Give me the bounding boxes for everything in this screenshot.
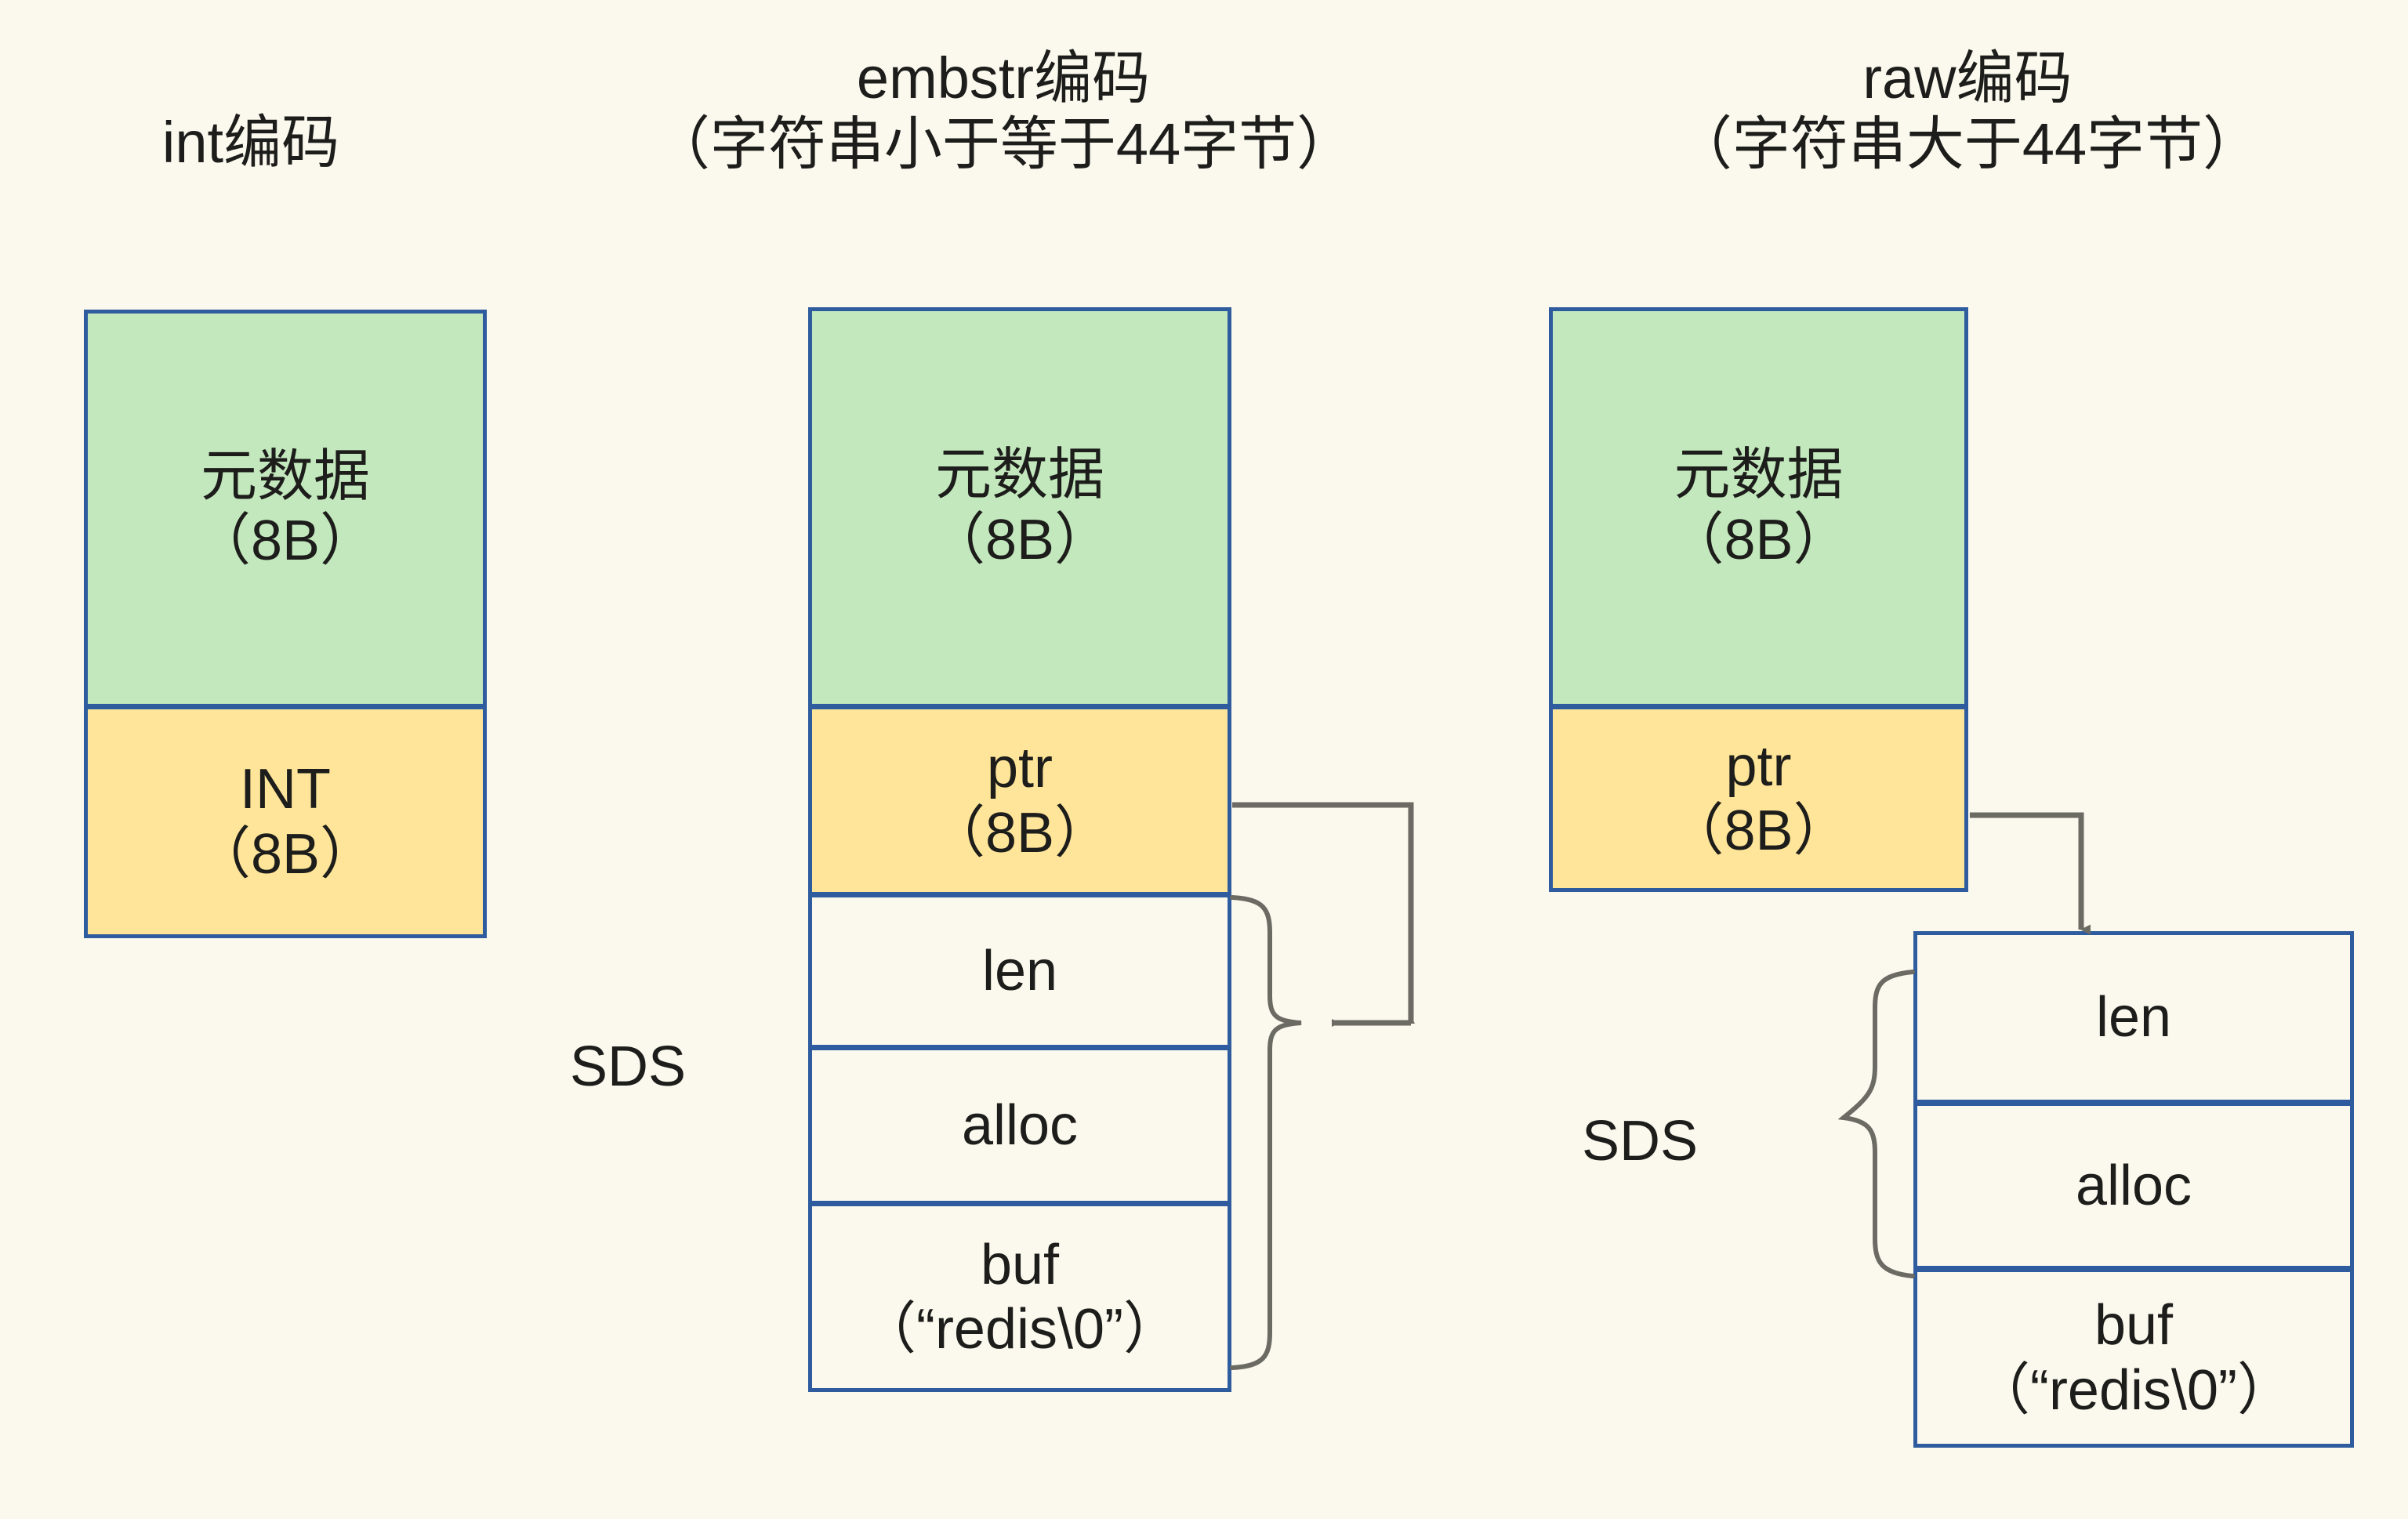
embstr-sds-label: SDS bbox=[570, 1035, 687, 1098]
title-int-line1: int编码 bbox=[161, 110, 340, 175]
column-title-embstr: embstr编码 （字符串小于等于44字节） bbox=[517, 45, 1489, 178]
int-metadata-label: 元数据 bbox=[200, 444, 370, 508]
embstr-ptr-cell: ptr （8B） bbox=[808, 705, 1231, 896]
embstr-alloc-label: alloc bbox=[961, 1093, 1079, 1157]
title-embstr-line2: （字符串小于等于44字节） bbox=[651, 111, 1355, 177]
embstr-ptr-arrow bbox=[1232, 802, 1415, 1024]
raw-sds-label: SDS bbox=[1582, 1110, 1699, 1173]
raw-ptr-label: ptr bbox=[1725, 734, 1792, 798]
embstr-metadata-cell: 元数据 （8B） bbox=[808, 307, 1231, 708]
raw-metadata-cell: 元数据 （8B） bbox=[1549, 307, 1968, 708]
title-raw-line1: raw编码 bbox=[1862, 45, 2073, 111]
embstr-sds-brace bbox=[1230, 895, 1302, 1370]
embstr-metadata-label: 元数据 bbox=[934, 444, 1104, 507]
raw-alloc-label: alloc bbox=[2075, 1154, 2192, 1217]
embstr-metadata-size: （8B） bbox=[928, 508, 1112, 571]
int-value-size: （8B） bbox=[194, 822, 377, 886]
int-value-label: INT bbox=[240, 758, 331, 821]
embstr-buf-value: （“redis\0”） bbox=[859, 1298, 1180, 1361]
int-metadata-size: （8B） bbox=[194, 509, 377, 572]
raw-metadata-label: 元数据 bbox=[1674, 444, 1844, 507]
embstr-buf-label: buf bbox=[980, 1233, 1060, 1296]
embstr-len-cell: len bbox=[808, 894, 1231, 1049]
raw-buf-cell: buf （“redis\0”） bbox=[1913, 1268, 2354, 1448]
raw-len-cell: len bbox=[1913, 931, 2354, 1104]
column-title-int: int编码 bbox=[47, 110, 455, 176]
raw-alloc-cell: alloc bbox=[1913, 1102, 2354, 1270]
raw-metadata-size: （8B） bbox=[1667, 508, 1850, 571]
embstr-buf-cell: buf （“redis\0”） bbox=[808, 1202, 1231, 1392]
embstr-ptr-label: ptr bbox=[986, 737, 1053, 800]
raw-ptr-arrow bbox=[1970, 812, 2091, 935]
embstr-len-label: len bbox=[981, 939, 1058, 1002]
raw-ptr-cell: ptr （8B） bbox=[1549, 705, 1968, 892]
embstr-ptr-size: （8B） bbox=[928, 801, 1112, 865]
raw-buf-value: （“redis\0”） bbox=[1973, 1358, 2294, 1422]
int-value-cell: INT （8B） bbox=[84, 705, 487, 938]
title-embstr-line1: embstr编码 bbox=[856, 45, 1151, 111]
raw-buf-label: buf bbox=[2094, 1294, 2174, 1358]
title-raw-line2: （字符串大于44字节） bbox=[1674, 111, 2261, 177]
int-metadata-cell: 元数据 （8B） bbox=[84, 310, 487, 708]
column-title-raw: raw编码 （字符串大于44字节） bbox=[1505, 45, 2408, 178]
embstr-alloc-cell: alloc bbox=[808, 1046, 1231, 1205]
raw-ptr-size: （8B） bbox=[1667, 799, 1850, 862]
raw-sds-brace bbox=[1837, 970, 1915, 1278]
raw-len-label: len bbox=[2095, 985, 2172, 1049]
